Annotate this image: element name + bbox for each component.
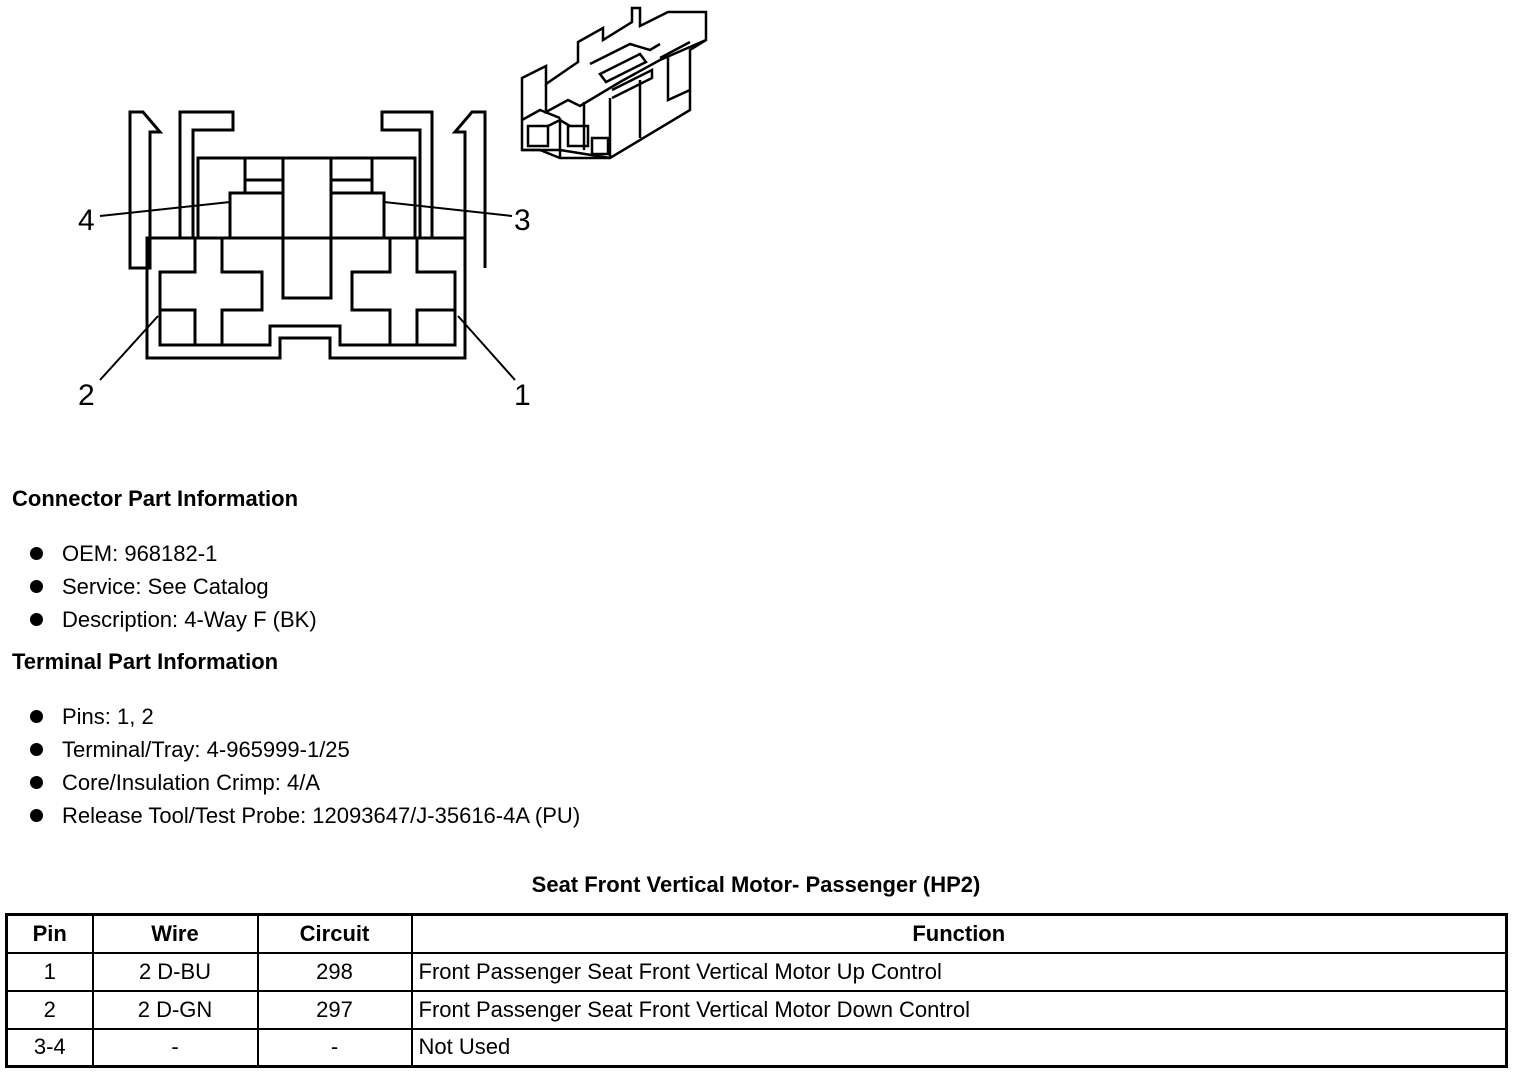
pinout-table: Pin Wire Circuit Function 1 2 D-BU 298 F…	[5, 913, 1508, 1068]
cell-pin: 2	[5, 989, 94, 1030]
cell-circuit: 297	[256, 989, 413, 1030]
header-circuit: Circuit	[256, 913, 413, 954]
cell-wire: -	[91, 1027, 259, 1068]
list-item: Description: 4-Way F (BK)	[30, 603, 317, 636]
list-item: Service: See Catalog	[30, 570, 317, 603]
list-item: OEM: 968182-1	[30, 537, 317, 570]
terminal-part-info-heading: Terminal Part Information	[12, 649, 279, 674]
cell-circuit: -	[256, 1027, 413, 1068]
list-item: Release Tool/Test Probe: 12093647/J-3561…	[30, 799, 580, 832]
right-clip	[380, 110, 434, 238]
left-latch	[128, 110, 164, 270]
center-divider	[281, 156, 333, 300]
table-row: 2 2 D-GN 297 Front Passenger Seat Front …	[5, 989, 1508, 1030]
header-function: Function	[410, 913, 1508, 954]
pin-label-3: 3	[514, 204, 531, 237]
cell-circuit: 298	[256, 951, 413, 992]
cell-pin: 1	[5, 951, 94, 992]
cell-function: Not Used	[410, 1027, 1508, 1068]
cell-function: Front Passenger Seat Front Vertical Moto…	[410, 989, 1508, 1030]
table-title: Seat Front Vertical Motor- Passenger (HP…	[531, 872, 981, 897]
cavity-4	[228, 191, 285, 240]
list-item: Pins: 1, 2	[30, 700, 580, 733]
left-clip	[178, 110, 235, 238]
connector-diagram: 4 3 2 1	[0, 0, 720, 430]
right-latch	[451, 110, 487, 268]
pin-label-4: 4	[78, 204, 95, 237]
table-row: 1 2 D-BU 298 Front Passenger Seat Front …	[5, 951, 1508, 992]
connector-body-outline	[145, 236, 467, 360]
cell-function: Front Passenger Seat Front Vertical Moto…	[410, 951, 1508, 992]
pin-label-1: 1	[514, 379, 531, 412]
cell-wire: 2 D-BU	[91, 951, 259, 992]
connector-isometric-view	[520, 6, 708, 160]
list-item: Terminal/Tray: 4-965999-1/25	[30, 733, 580, 766]
connector-part-info-list: OEM: 968182-1 Service: See Catalog Descr…	[30, 537, 317, 636]
cavity-2	[158, 236, 264, 347]
header-pin: Pin	[5, 913, 94, 954]
list-item: Core/Insulation Crimp: 4/A	[30, 766, 580, 799]
table-row: 3-4 - - Not Used	[5, 1027, 1508, 1068]
cell-wire: 2 D-GN	[91, 989, 259, 1030]
pin-label-2: 2	[78, 379, 95, 412]
cell-pin: 3-4	[5, 1027, 94, 1068]
connector-part-info-heading: Connector Part Information	[12, 486, 299, 511]
connector-inner-outline	[158, 272, 457, 347]
cavity-1	[350, 236, 457, 347]
terminal-part-info-list: Pins: 1, 2 Terminal/Tray: 4-965999-1/25 …	[30, 700, 580, 832]
header-wire: Wire	[91, 913, 259, 954]
connector-face-drawing: 4 3 2 1	[78, 6, 708, 412]
table-header-row: Pin Wire Circuit Function	[5, 913, 1508, 954]
cavity-3	[329, 191, 386, 240]
